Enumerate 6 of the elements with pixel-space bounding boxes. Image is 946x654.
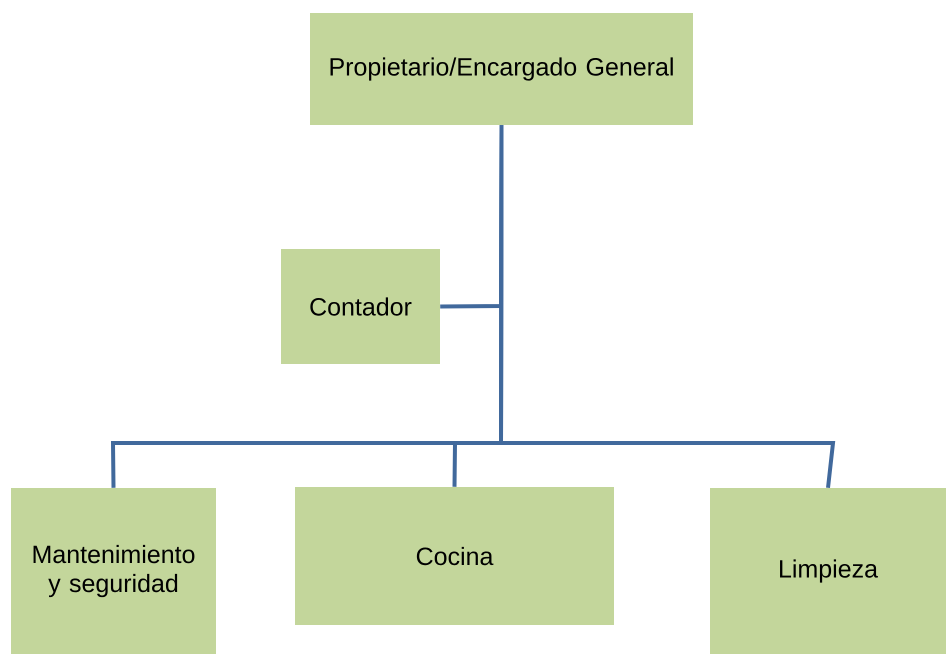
org-box: Contador [281,249,440,364]
connector-line [499,125,836,488]
org-box: Propietario/Encargado General [310,13,693,125]
org-box: Mantenimiento y seguridad [11,488,216,654]
org-box: Limpieza [710,488,946,654]
org-box: Cocina [295,487,614,625]
